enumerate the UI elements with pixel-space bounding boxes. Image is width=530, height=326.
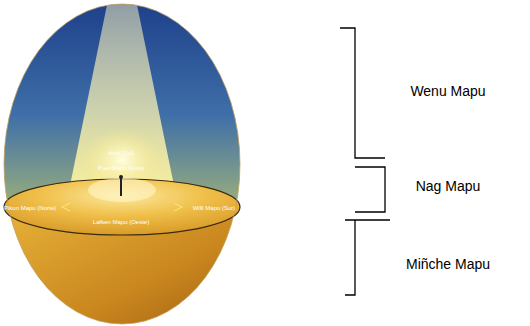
- realm-label: Miñche Mapu: [406, 257, 490, 272]
- bracket: [340, 28, 390, 295]
- sun-label: Antü (Sol): [108, 150, 135, 157]
- direction-label: Lafken Mapu (Oeste): [93, 219, 149, 226]
- realm-label: Wenu Mapu: [410, 84, 485, 99]
- realm-label: Nag Mapu: [416, 179, 481, 194]
- direction-label: Pikun Mapu (Norte): [4, 205, 56, 212]
- direction-label: Puel Mapu (Este): [98, 165, 144, 172]
- direction-label: Willi Mapu (Sur): [193, 205, 236, 212]
